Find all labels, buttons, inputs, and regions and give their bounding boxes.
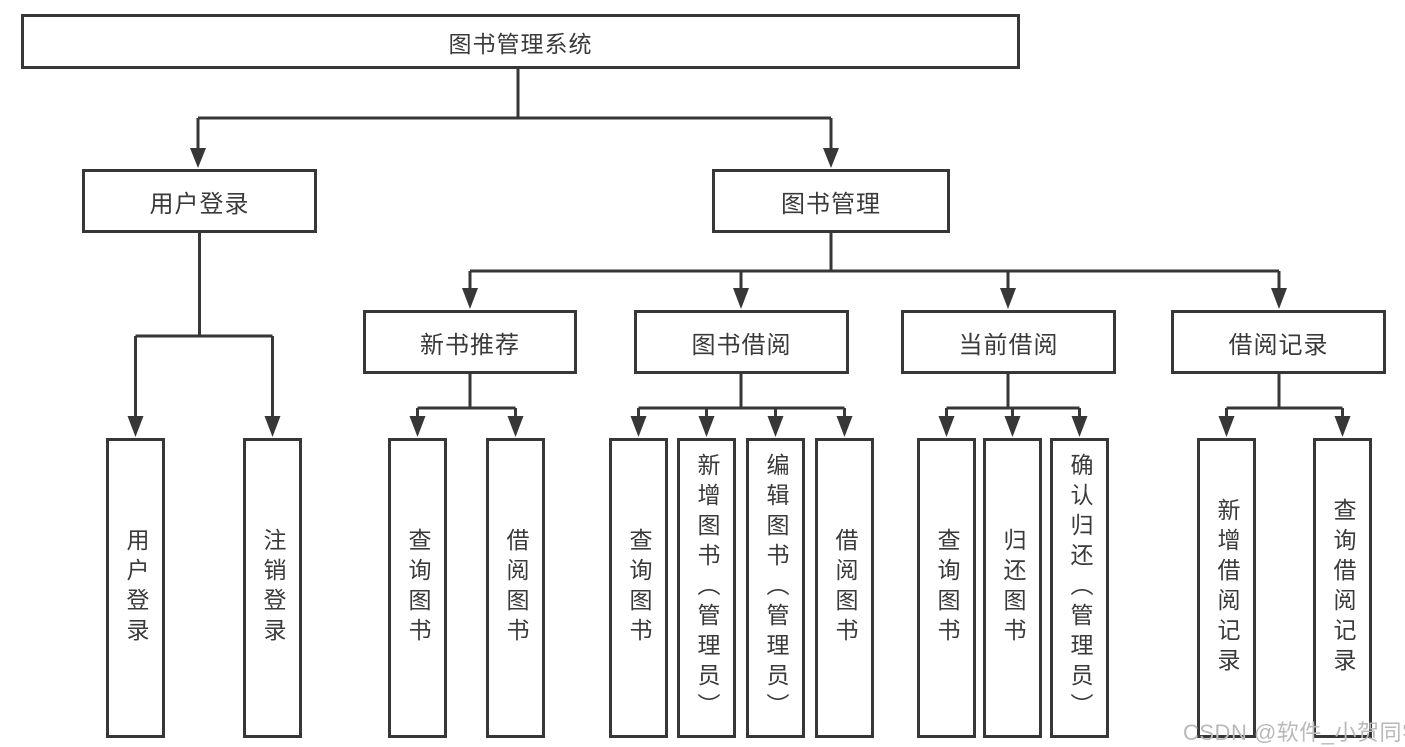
leaf-label: 归还图书 [1000,528,1026,648]
leaf-borrow-books-recommend: 借阅图书 [486,438,545,738]
node-root-system: 图书管理系统 [21,14,1020,69]
leaf-query-books-recommend: 查询图书 [388,438,447,738]
leaf-label: 查询图书 [934,528,960,648]
leaf-label: 查询图书 [626,528,652,648]
leaf-label: 查询借阅记录 [1330,498,1356,678]
leaf-add-book-admin: 新增图书（管理员） [677,438,736,738]
leaf-label: 借阅图书 [832,528,858,648]
leaf-label: 注销登录 [260,528,286,648]
node-book-borrowing: 图书借阅 [634,310,849,374]
node-label: 新书推荐 [420,331,520,359]
leaf-add-borrow-record: 新增借阅记录 [1197,438,1256,738]
leaf-label: 编辑图书（管理员） [763,453,789,723]
node-label: 借阅记录 [1228,331,1329,359]
leaf-query-books-borrow: 查询图书 [609,438,668,738]
node-book-management: 图书管理 [712,169,950,233]
leaf-label: 借阅图书 [503,528,529,648]
leaf-query-books-current: 查询图书 [917,438,976,738]
leaf-label: 新增图书（管理员） [694,453,720,723]
leaf-label: 新增借阅记录 [1214,498,1240,678]
csdn-watermark: CSDN @软件_小贺同学 [1183,720,1405,745]
leaf-return-book: 归还图书 [983,438,1042,738]
leaf-label: 查询图书 [405,528,431,648]
node-label: 当前借阅 [958,331,1059,359]
node-label: 图书借阅 [691,331,792,359]
node-borrowing-records: 借阅记录 [1171,310,1386,374]
leaf-confirm-return-admin: 确认归还（管理员） [1050,438,1109,738]
leaf-query-borrow-record: 查询借阅记录 [1313,438,1372,738]
node-current-borrowing: 当前借阅 [901,310,1116,374]
leaf-borrow-books: 借阅图书 [815,438,874,738]
node-user-login: 用户登录 [82,169,317,233]
node-label: 图书管理系统 [448,30,593,57]
node-label: 图书管理 [781,190,881,218]
node-new-book-recommend: 新书推荐 [363,310,577,374]
leaf-label: 用户登录 [123,528,149,648]
node-label: 用户登录 [149,190,250,218]
leaf-edit-book-admin: 编辑图书（管理员） [746,438,805,738]
leaf-logout: 注销登录 [243,438,302,738]
leaf-label: 确认归还（管理员） [1067,453,1093,723]
leaf-user-login: 用户登录 [106,438,165,738]
